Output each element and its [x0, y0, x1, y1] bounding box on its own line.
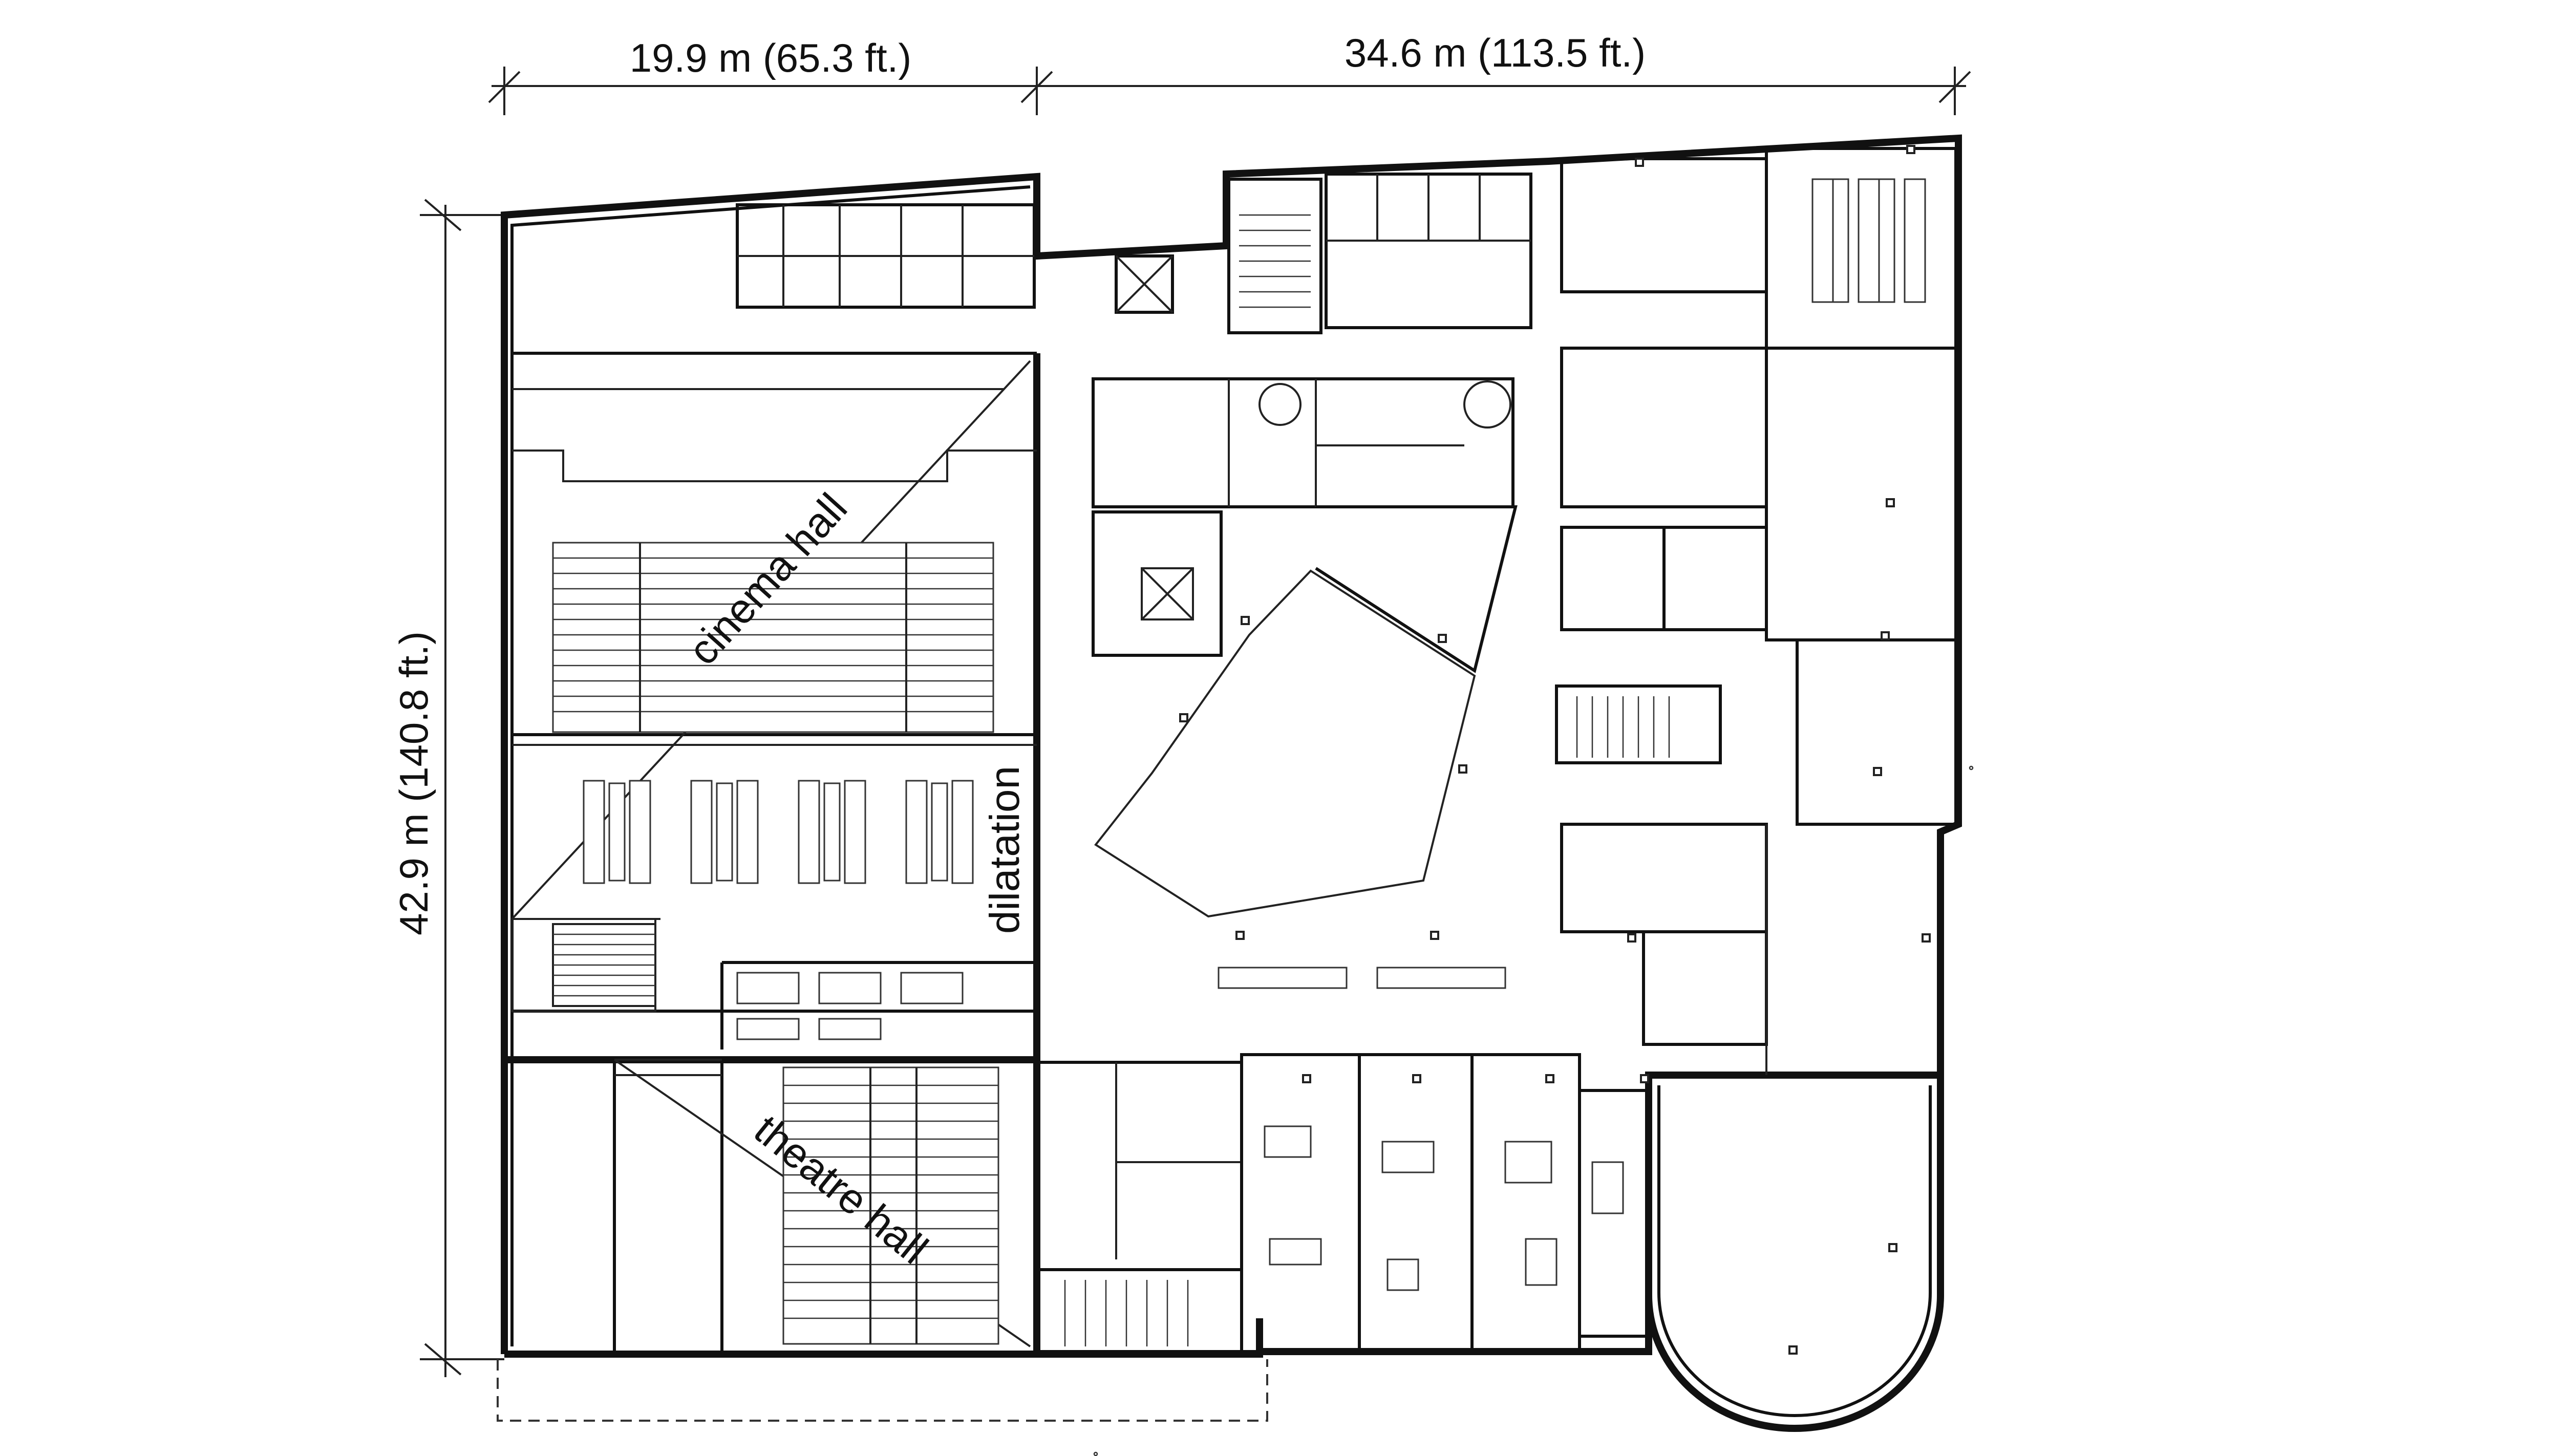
stair-left-lower: [552, 923, 656, 1007]
dimension-width-right: 34.6 m (113.5 ft.): [1345, 30, 1646, 75]
right-block-walls: [1035, 147, 1957, 1356]
dimension-height: 42.9 m (140.8 ft.): [391, 631, 436, 935]
atrium-outline: [1094, 569, 1476, 918]
structural-columns: [1179, 145, 1931, 1355]
table-groups: [583, 780, 974, 1040]
survey-dot: [1093, 1451, 1098, 1456]
survey-dot: [1969, 765, 1974, 770]
dimension-width-left: 19.9 m (65.3 ft.): [630, 35, 912, 80]
label-dilatation: dilatation: [982, 766, 1028, 934]
dimension-lines: [420, 67, 1971, 1377]
theatre-seating: [782, 1066, 999, 1345]
cinema-seating: [552, 542, 994, 733]
toilets-top-left: [736, 203, 1036, 309]
desk-grid-top-right: [1811, 178, 1926, 303]
